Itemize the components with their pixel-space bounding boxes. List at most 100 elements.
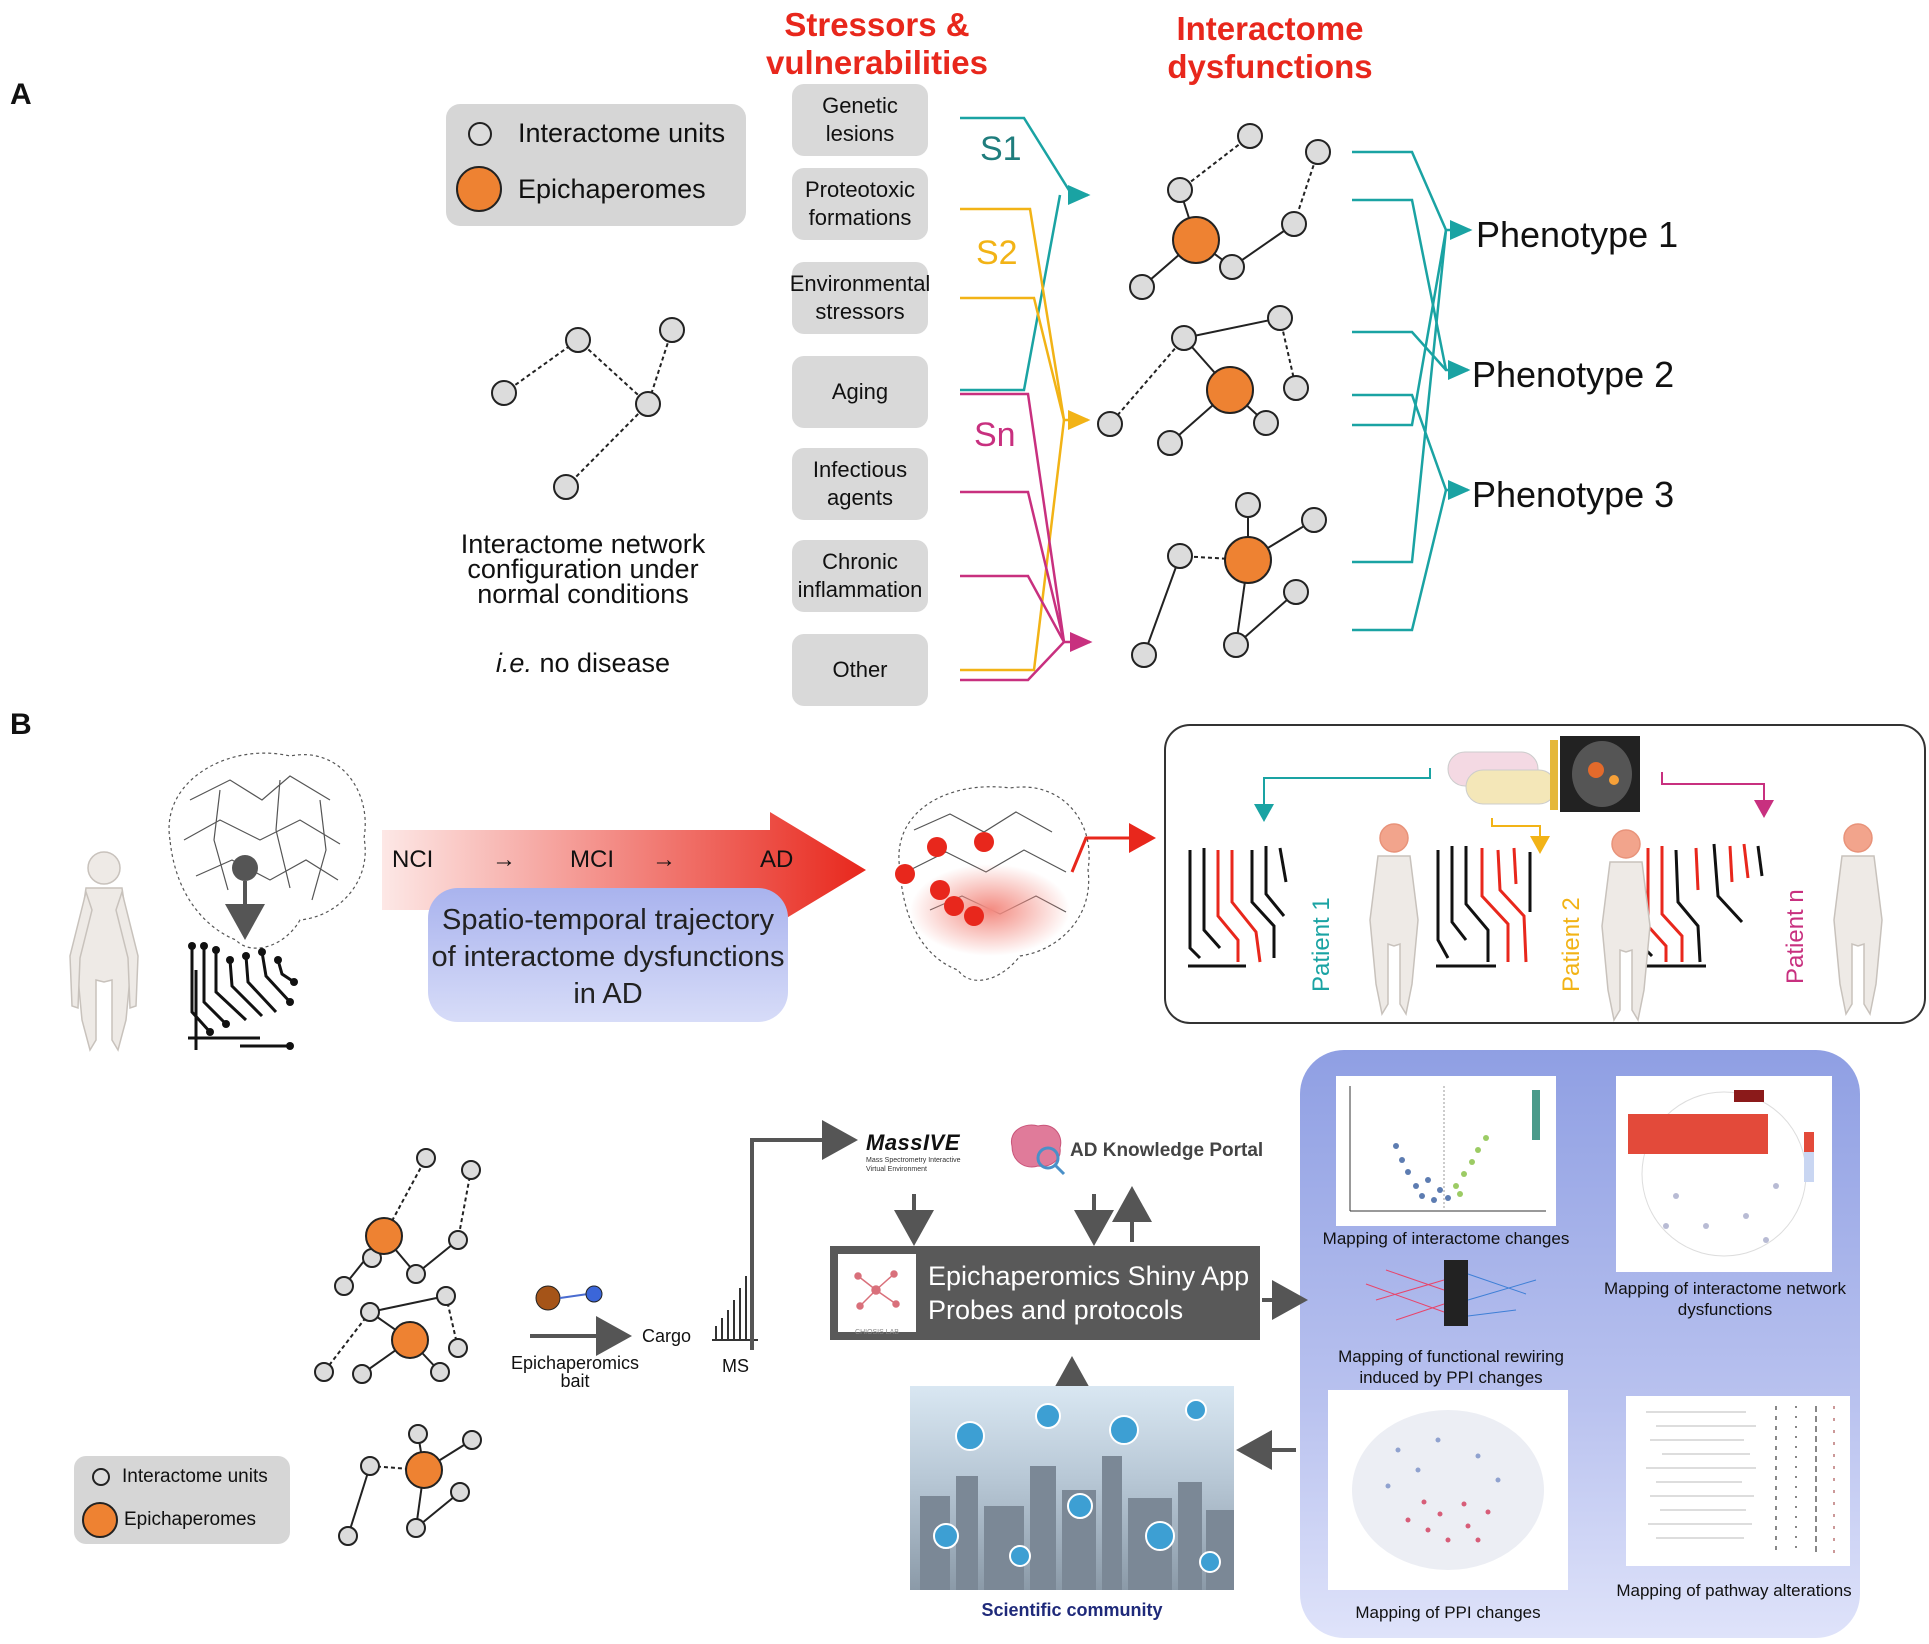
patients-graphics [1188, 736, 1883, 1022]
caption-network-dysfunctions: Mapping of interactome network dysfuncti… [1604, 1279, 1846, 1319]
caption-interactome-changes: Mapping of interactome changes [1322, 1229, 1570, 1248]
panel-b-networks [314, 1148, 758, 1546]
traj-arrow-1: → [492, 846, 516, 873]
caption-functional-rewiring: Mapping of functional rewiring induced b… [1338, 1347, 1564, 1387]
ad-portal-label[interactable]: AD Knowledge Portal [1070, 1140, 1264, 1161]
normal-caption: Interactome network configuration under … [460, 529, 706, 609]
s1-connectors [960, 116, 1091, 392]
legend-b-epi-label: Epichaperomes [124, 1509, 257, 1530]
stressor-aging: Aging [792, 356, 928, 428]
normal-network [491, 317, 685, 500]
no-disease-text: no disease [539, 648, 671, 678]
patient1-circuit [1188, 846, 1288, 968]
s2-connectors [960, 207, 1091, 672]
legend-b-units-label: Interactome units [122, 1466, 268, 1487]
sn-connectors [960, 392, 1093, 682]
human-figure-left [69, 851, 139, 1052]
brain-logo-icon [1010, 1124, 1066, 1176]
panel-a-graphics [491, 116, 1473, 682]
patient-2-label: Patient 2 [1558, 897, 1585, 992]
s1-label: S1 [980, 130, 1022, 168]
ppi-network-graphic [1352, 1410, 1544, 1570]
b-network-2 [314, 1286, 468, 1384]
massive-title: MassIVE [866, 1130, 960, 1155]
interactome-unit-icon [468, 121, 492, 146]
brain-focus-dot [232, 855, 258, 881]
panel-b-label: B [10, 708, 32, 741]
legend-units-row: Interactome units [468, 118, 725, 149]
legend-epichaperome-row: Epichaperomes [456, 166, 706, 212]
stressor-environmental: Environmental stressors [790, 262, 930, 334]
patients-frame: Patient 1 Patient 2 Patient n [1164, 724, 1926, 1024]
circuit-block-left [188, 942, 298, 1050]
ad-hotspots [895, 832, 994, 926]
stressors-header: Stressors & vulnerabilities [766, 6, 988, 81]
spatio-temporal-box: Spatio-temporal trajectory of interactom… [428, 888, 788, 1022]
stressor-chronic-inflammation: Chronic inflammation [792, 540, 928, 612]
shiny-line-1: Epichaperomics Shiny App [928, 1261, 1250, 1291]
patient-2-wrap: Patient 2 [1552, 862, 1592, 1002]
patient-1-wrap: Patient 1 [1302, 862, 1342, 1002]
shiny-line-2: Probes and protocols [928, 1295, 1184, 1325]
brain-circuit-left [168, 752, 366, 949]
network-dysfunction-graphic [1628, 1090, 1814, 1257]
patient1-branch [1254, 768, 1431, 822]
patient-n-wrap: Patient n [1776, 862, 1816, 1002]
legend-units-label: Interactome units [518, 118, 726, 148]
panel-a-label: A [10, 78, 32, 111]
patientn-branch [1661, 772, 1774, 818]
patient-n-label: Patient n [1782, 889, 1809, 984]
traj-ad: AD [760, 846, 794, 873]
lab-logo: CHIOSIS LAB [838, 1254, 916, 1336]
ms-to-massive-arrow [750, 1120, 858, 1350]
massive-logo[interactable]: MassIVE Mass Spectrometry Interactive Vi… [866, 1130, 976, 1174]
traj-mci: MCI [570, 846, 614, 873]
pathway-thumb [1626, 1396, 1850, 1566]
panel-b-flow [750, 1120, 1308, 1470]
ad-to-patients-arrow [1070, 823, 1156, 873]
volcano-plot-thumb [1336, 1076, 1556, 1226]
rewiring-thumb [1356, 1260, 1556, 1326]
epichaperome-icon [456, 166, 502, 212]
s2-label: S2 [976, 234, 1018, 272]
stressor-proteotoxic: Proteotoxic formations [792, 168, 928, 240]
patient-figures [1369, 823, 1883, 1022]
legend-a: Interactome units Epichaperomes [446, 104, 746, 226]
epichaperomics-bait-icon [535, 1285, 603, 1311]
patient2-branch [1491, 818, 1550, 854]
pill-icon [1447, 751, 1557, 805]
caption-ppi-changes: Mapping of PPI changes [1355, 1603, 1541, 1622]
ie-text: i.e. [495, 648, 532, 678]
patient-1-label: Patient 1 [1308, 897, 1335, 992]
lab-logo-graphic [854, 1270, 900, 1310]
epichaperome-icon-b [82, 1502, 118, 1538]
phenotype-connectors [1352, 150, 1473, 632]
phenotype-3: Phenotype 3 [1472, 474, 1675, 515]
legend-b-units-row: Interactome units [92, 1466, 268, 1488]
legend-b: Interactome units Epichaperomes [74, 1456, 290, 1544]
patientn-circuit [1634, 843, 1764, 968]
dysfunctions-header: Interactome dysfunctions [1167, 10, 1373, 85]
phenotype-1: Phenotype 1 [1476, 214, 1679, 255]
b-network-3 [338, 1424, 482, 1546]
stressor-infectious: Infectious agents [792, 448, 928, 520]
caption-pathway-alterations: Mapping of pathway alterations [1616, 1581, 1852, 1600]
legend-b-epi-row: Epichaperomes [82, 1502, 256, 1538]
ms-label: MS [722, 1356, 749, 1376]
rewiring-graphic [1365, 1260, 1537, 1326]
sn-label: Sn [974, 416, 1016, 454]
cargo-label: Cargo [642, 1326, 692, 1346]
phenotype-2: Phenotype 2 [1472, 354, 1675, 395]
massive-subtitle: Mass Spectrometry Interactive Virtual En… [866, 1157, 961, 1173]
traj-arrow-2: → [652, 846, 676, 873]
shiny-app-box[interactable]: CHIOSIS LAB Epichaperomics Shiny App Pro… [830, 1246, 1260, 1340]
pathway-graphic [1646, 1406, 1835, 1556]
volcano-plot-graphic [1349, 1086, 1546, 1212]
city-graphic [920, 1399, 1234, 1590]
b-network-1 [334, 1148, 481, 1296]
legend-epichaperome-label: Epichaperomes [518, 173, 706, 204]
lab-logo-text: CHIOSIS LAB [855, 1329, 899, 1336]
network-dysfunction-thumb [1616, 1076, 1832, 1272]
traj-nci: NCI [392, 846, 434, 873]
ad-glow [910, 864, 1070, 956]
